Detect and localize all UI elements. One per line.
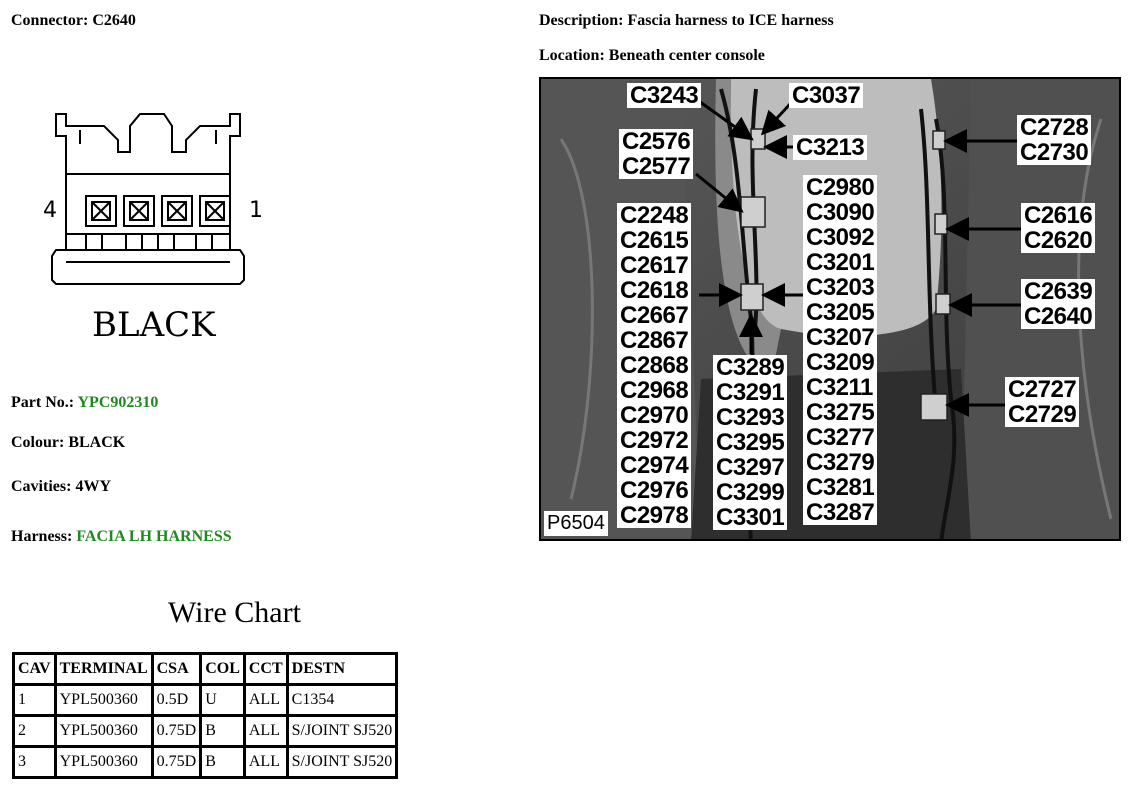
- wire-chart-table: CAV TERMINAL CSA COL CCT DESTN 1 YPL5003…: [12, 652, 399, 779]
- callout-c2576-c2577: C2576 C2577: [619, 129, 694, 179]
- table-row: 3 YPL500360 0.75D B ALL S/JOINT SJ520: [12, 745, 399, 779]
- photo-id-label: P6504: [544, 511, 608, 536]
- connector-value: C2640: [92, 12, 136, 29]
- callout-c3213: C3213: [793, 135, 868, 160]
- part-number-line: Part No.: YPC902310: [11, 394, 158, 412]
- header-col: COL: [199, 652, 246, 686]
- connector-face-diagram: [51, 113, 245, 285]
- colour-label: Colour:: [11, 434, 65, 451]
- callout-right-column: C2980 C3090 C3092 C3201 C3203 C3205 C320…: [803, 175, 878, 525]
- callout-left-column: C2248 C2615 C2617 C2618 C2667 C2867 C286…: [617, 203, 692, 528]
- cell-csa: 0.75D: [150, 745, 203, 779]
- callout-c2639-c2640: C2639 C2640: [1021, 279, 1096, 329]
- cell-csa: 0.5D: [150, 683, 203, 717]
- callout-c3243: C3243: [627, 83, 702, 108]
- cell-destn: C1354: [285, 683, 399, 717]
- location-photo: C3243 C3037 C3213 C2576 C2577 C2728 C273…: [539, 77, 1121, 541]
- description-line: Description: Fascia harness to ICE harne…: [539, 12, 834, 30]
- cell-csa: 0.75D: [150, 714, 203, 748]
- callout-c2616-c2620: C2616 C2620: [1021, 203, 1096, 253]
- header-cav: CAV: [12, 652, 57, 686]
- table-row: 1 YPL500360 0.5D U ALL C1354: [12, 683, 399, 717]
- header-destn: DESTN: [285, 652, 399, 686]
- table-row: 2 YPL500360 0.75D B ALL S/JOINT SJ520: [12, 714, 399, 748]
- cell-cav: 3: [12, 745, 57, 779]
- cell-cct: ALL: [242, 683, 289, 717]
- cell-col: U: [199, 683, 246, 717]
- connector-colour-caption: BLACK: [92, 305, 216, 345]
- harness-label: Harness:: [11, 528, 73, 545]
- location-value: Beneath center console: [608, 47, 765, 64]
- cell-terminal: YPL500360: [53, 683, 154, 717]
- part-number-label: Part No.:: [11, 394, 75, 411]
- harness-link[interactable]: FACIA LH HARNESS: [76, 528, 232, 545]
- header-terminal: TERMINAL: [53, 652, 154, 686]
- callout-c2727-c2729: C2727 C2729: [1005, 377, 1080, 427]
- colour-value: BLACK: [68, 434, 126, 451]
- cavities-label: Cavities:: [11, 478, 72, 495]
- cell-destn: S/JOINT SJ520: [285, 714, 399, 748]
- cell-cct: ALL: [242, 745, 289, 779]
- callout-middle-column: C3289 C3291 C3293 C3295 C3297 C3299 C330…: [713, 355, 788, 530]
- cell-cav: 2: [12, 714, 57, 748]
- cell-terminal: YPL500360: [53, 745, 154, 779]
- part-number-link[interactable]: YPC902310: [77, 394, 159, 411]
- table-header-row: CAV TERMINAL CSA COL CCT DESTN: [12, 652, 399, 686]
- cell-cav: 1: [12, 683, 57, 717]
- connector-label: Connector:: [11, 12, 89, 29]
- cell-col: B: [199, 714, 246, 748]
- cavities-value: 4WY: [75, 478, 111, 495]
- wire-chart-title: Wire Chart: [168, 596, 301, 629]
- cell-cct: ALL: [242, 714, 289, 748]
- location-label: Location:: [539, 47, 605, 64]
- description-value: Fascia harness to ICE harness: [627, 12, 834, 29]
- header-csa: CSA: [150, 652, 203, 686]
- description-label: Description:: [539, 12, 624, 29]
- colour-line: Colour: BLACK: [11, 434, 125, 452]
- pin-1-label: 1: [249, 198, 263, 223]
- callout-arrows: [695, 97, 1021, 417]
- cell-destn: S/JOINT SJ520: [285, 745, 399, 779]
- callout-c2728-c2730: C2728 C2730: [1017, 115, 1092, 165]
- location-line: Location: Beneath center console: [539, 47, 765, 65]
- connector-line: Connector: C2640: [11, 12, 136, 30]
- harness-line: Harness: FACIA LH HARNESS: [11, 528, 232, 546]
- callout-c3037: C3037: [789, 83, 864, 108]
- cell-terminal: YPL500360: [53, 714, 154, 748]
- header-cct: CCT: [242, 652, 289, 686]
- cell-col: B: [199, 745, 246, 779]
- cavities-line: Cavities: 4WY: [11, 478, 111, 496]
- pin-4-label: 4: [43, 198, 57, 223]
